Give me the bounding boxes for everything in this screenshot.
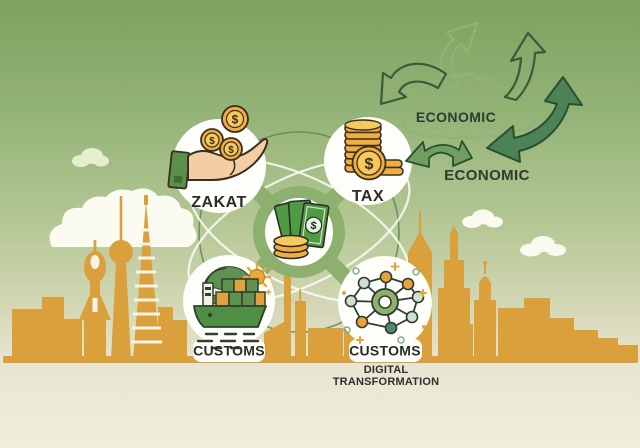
node-tax: $ TAX — [324, 117, 412, 205]
node-customs-digital: CUSTOMS DIGITAL TRANSFORMATION — [333, 256, 439, 388]
right-medium-cloud — [520, 236, 566, 257]
hub-ring — [253, 186, 345, 278]
customs-digital-label: CUSTOMS — [349, 343, 421, 359]
growth-arrow-outline-left — [379, 62, 448, 106]
tax-label: TAX — [352, 188, 384, 205]
zakat-hand-coins-icon: $ $ $ — [167, 105, 269, 190]
big-white-cloud — [49, 188, 197, 247]
coin-currency-symbol: $ — [228, 145, 234, 156]
small-pale-cloud — [72, 148, 109, 167]
economic-cloud-outline — [399, 72, 557, 140]
node-zakat: $ $ $ ZAKAT — [167, 105, 269, 213]
customs-trade-pill — [193, 339, 265, 362]
cargo-ship-globe-icon — [193, 262, 272, 350]
coin-currency-symbol: $ — [365, 156, 374, 173]
growth-arrow-outline-up-light — [440, 21, 479, 90]
digital-sublabel-line1: DIGITAL — [364, 364, 409, 376]
digital-network-icon — [342, 262, 427, 344]
coin-currency-symbol: $ — [232, 113, 239, 127]
money-bills-coins-icon: $ — [273, 199, 330, 260]
growth-arrow-solid-big — [486, 76, 583, 163]
digital-sublabel-line2: TRANSFORMATION — [333, 376, 439, 388]
right-small-cloud — [462, 209, 503, 228]
coin-currency-symbol: $ — [209, 136, 215, 147]
customs-digital-pill — [349, 339, 422, 362]
skyline-white-details — [90, 228, 162, 344]
economic-cloud-label: ECONOMIC — [416, 109, 496, 125]
tax-coin-stack-icon: $ — [344, 119, 404, 181]
zakat-label: ZAKAT — [191, 194, 247, 211]
economic-caption-label: ECONOMIC — [444, 167, 530, 184]
customs-trade-label: CUSTOMS — [193, 343, 265, 359]
growth-arrow-outline-up-dark — [503, 31, 547, 102]
bill-currency-symbol: $ — [310, 220, 318, 233]
node-customs-trade: CUSTOMS — [183, 255, 275, 362]
exchange-arrow-solid-small — [405, 140, 473, 168]
